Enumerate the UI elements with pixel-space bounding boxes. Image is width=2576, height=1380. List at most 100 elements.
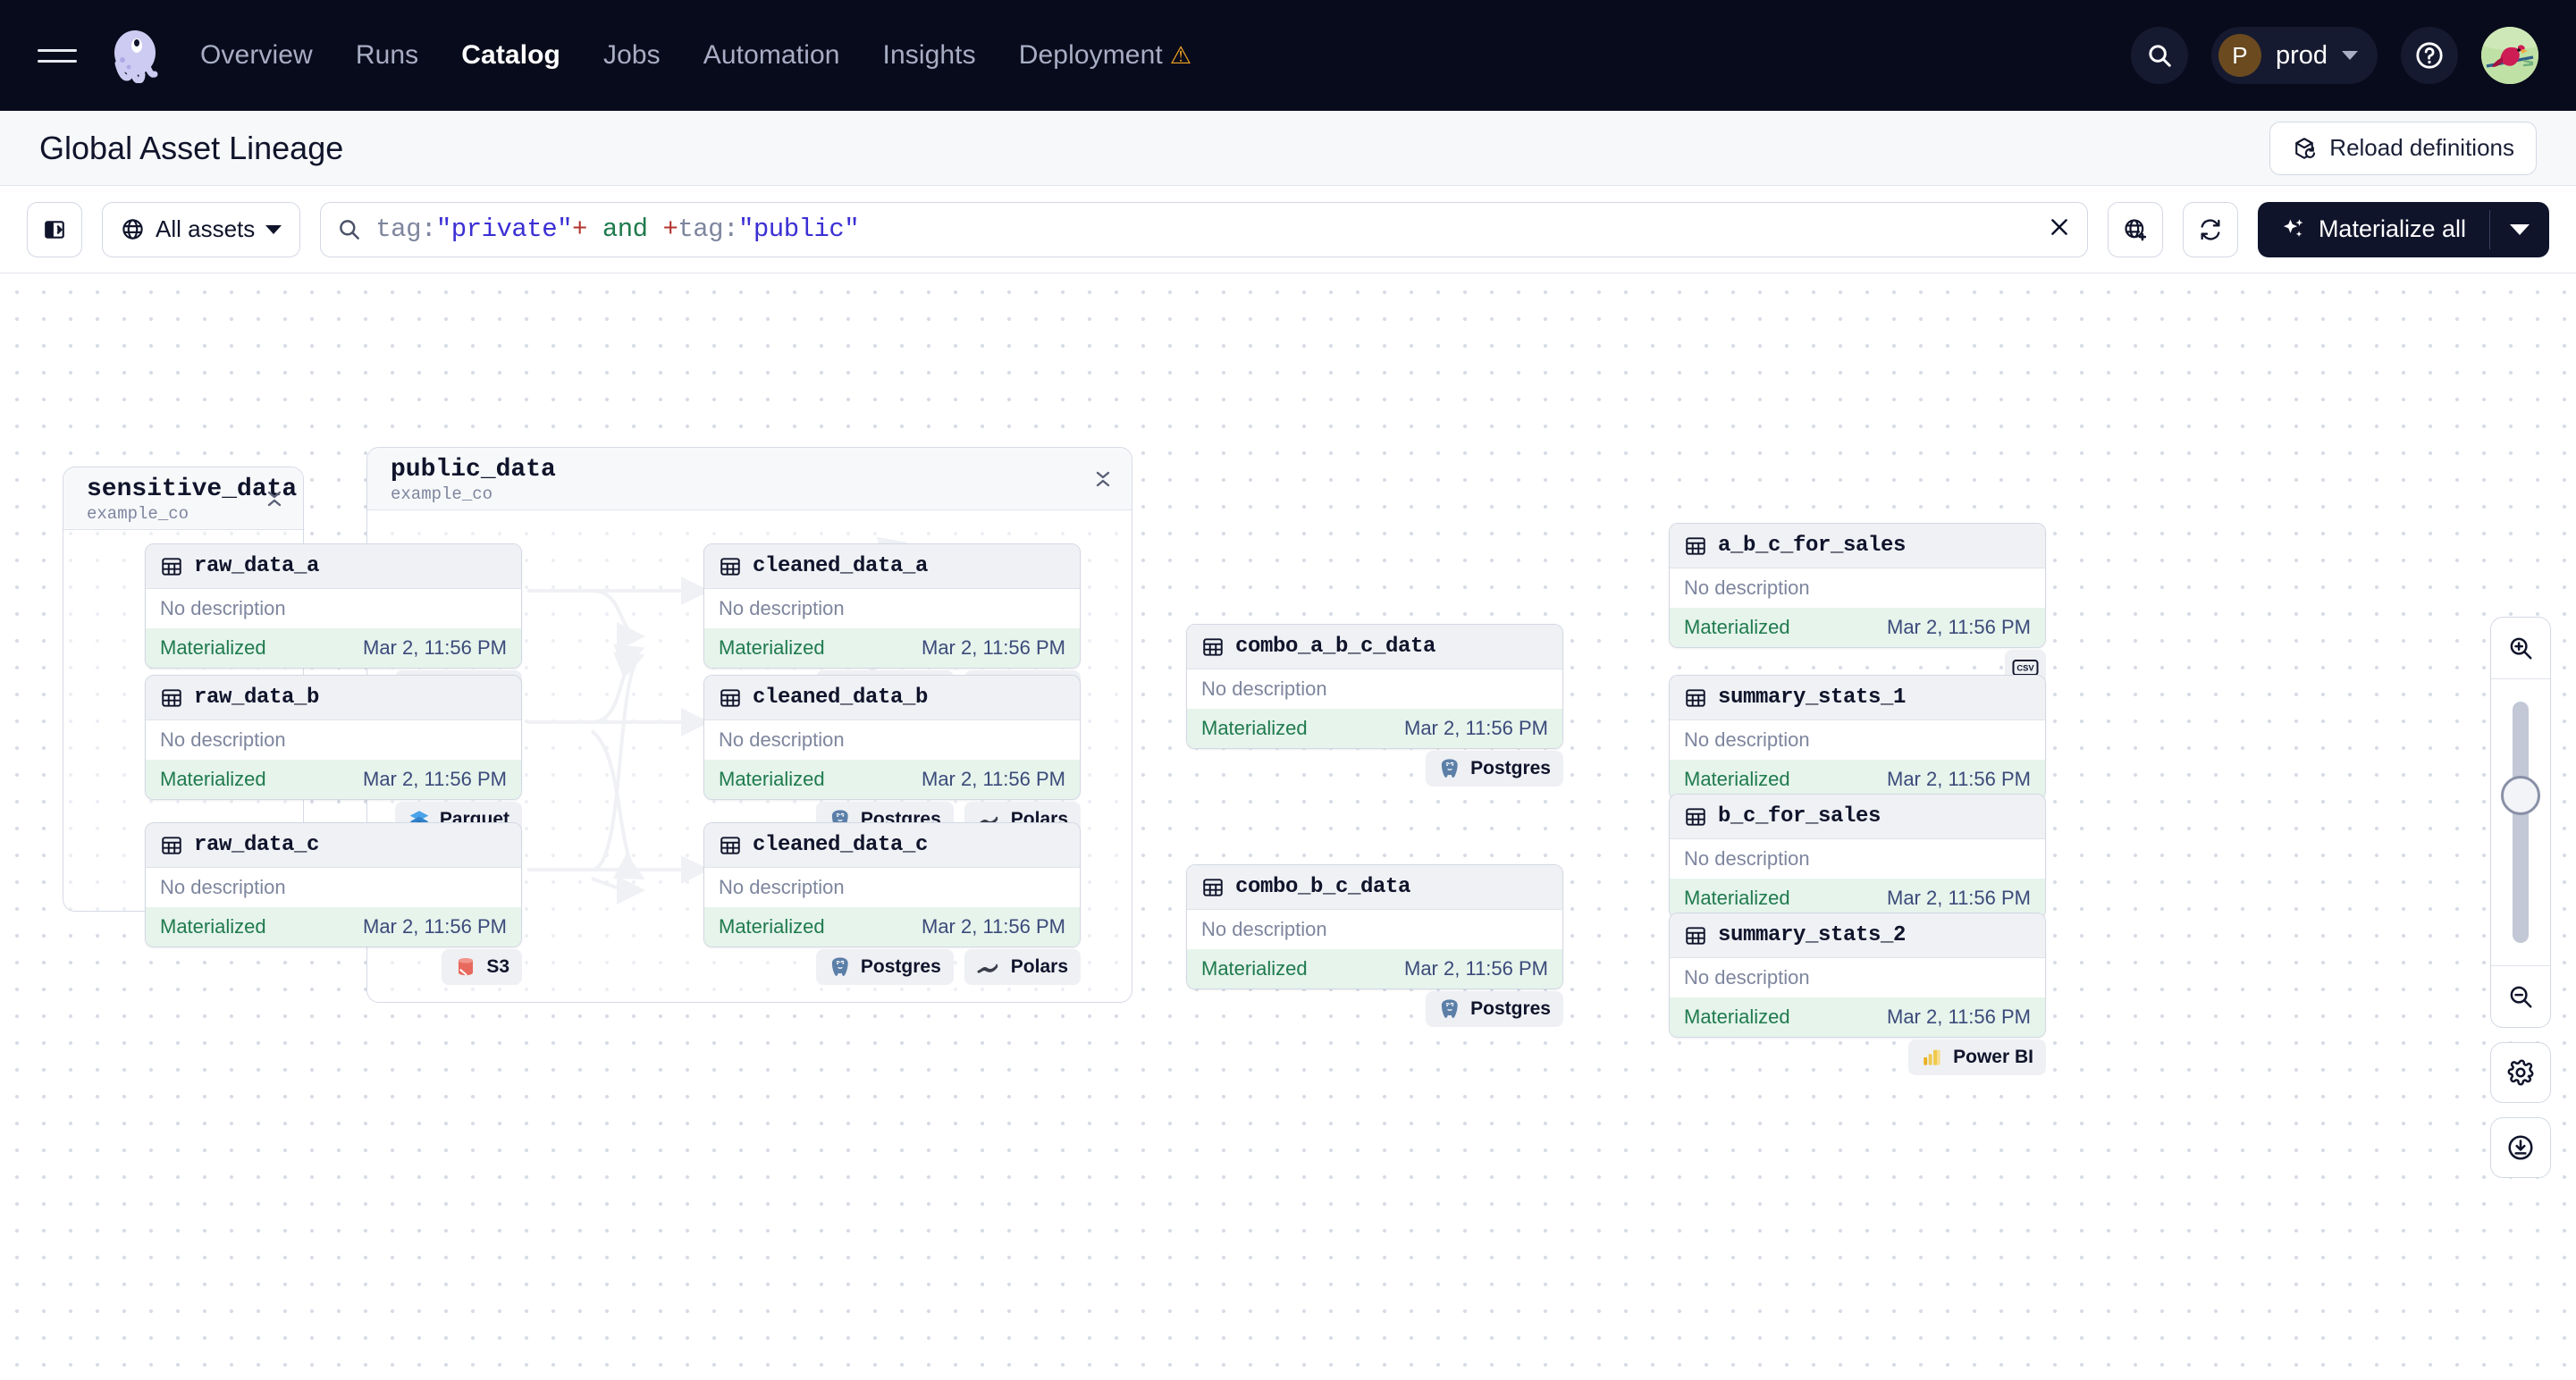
- asset-node-title: b_c_for_sales: [1718, 804, 1881, 829]
- help-button[interactable]: [2401, 27, 2458, 84]
- materialize-all-button[interactable]: Materialize all: [2257, 201, 2549, 257]
- asset-node[interactable]: a_b_c_for_sales No description Materiali…: [1669, 523, 2046, 648]
- dagster-logo-icon[interactable]: [107, 28, 163, 83]
- asset-node-status-label: Materialized: [1201, 957, 1308, 980]
- asset-tag[interactable]: Power BI: [1908, 1039, 2046, 1075]
- nav-link-insights[interactable]: Insights: [882, 40, 976, 70]
- nav-link-overview[interactable]: Overview: [200, 40, 313, 70]
- materialize-all-main[interactable]: Materialize all: [2258, 215, 2489, 243]
- clear-search-button[interactable]: [2035, 215, 2071, 243]
- asset-tag[interactable]: Postgres: [815, 949, 954, 985]
- asset-node-status: Materialized Mar 2, 11:56 PM: [146, 760, 521, 799]
- group-collapse-icon[interactable]: [265, 487, 283, 509]
- asset-group-header[interactable]: public_data example_co: [367, 448, 1132, 510]
- fit-to-screen-button[interactable]: [2490, 1117, 2551, 1178]
- asset-search-field[interactable]: tag:"private"+ and +tag:"public": [320, 201, 2088, 257]
- deployment-switcher[interactable]: P prod: [2210, 27, 2378, 84]
- deployment-initial-avatar: P: [2218, 34, 2261, 77]
- asset-node[interactable]: cleaned_data_a No description Materializ…: [703, 543, 1081, 669]
- asset-node[interactable]: b_c_for_sales No description Materialize…: [1669, 794, 2046, 919]
- zoom-slider-thumb[interactable]: [2501, 776, 2540, 815]
- sidebar-toggle-button[interactable]: [27, 201, 82, 257]
- asset-tag[interactable]: Postgres: [1426, 991, 1563, 1027]
- asset-node-tags: Postgres Polars: [703, 949, 1081, 985]
- asset-node-header[interactable]: cleaned_data_a: [704, 544, 1080, 589]
- nav-link-runs[interactable]: Runs: [355, 40, 419, 70]
- graph-settings-button[interactable]: [2490, 1042, 2551, 1103]
- asset-node-header[interactable]: summary_stats_1: [1670, 676, 2045, 720]
- reload-definitions-button[interactable]: Reload definitions: [2269, 121, 2537, 175]
- asset-scope-filter[interactable]: All assets: [102, 201, 301, 257]
- asset-node-header[interactable]: raw_data_c: [146, 823, 521, 868]
- search-query-text[interactable]: tag:"private"+ and +tag:"public": [375, 215, 859, 244]
- asset-node-header[interactable]: cleaned_data_b: [704, 676, 1080, 720]
- asset-node-header[interactable]: summary_stats_2: [1670, 913, 2045, 958]
- asset-node-header[interactable]: raw_data_b: [146, 676, 521, 720]
- postgres-icon: [1442, 999, 1458, 1018]
- asset-node-status: Materialized Mar 2, 11:56 PM: [1670, 608, 2045, 647]
- asset-node-description: No description: [1670, 720, 2045, 760]
- asset-group-subtitle: example_co: [87, 504, 189, 525]
- asset-group-header[interactable]: sensitive_data example_co: [63, 467, 303, 530]
- refresh-button[interactable]: [2182, 201, 2238, 257]
- asset-node-status-label: Materialized: [1201, 717, 1308, 739]
- nav-link-catalog[interactable]: Catalog: [461, 40, 560, 70]
- lineage-graph-canvas[interactable]: sensitive_data example_co public_data ex…: [0, 273, 2576, 1380]
- asset-node-header[interactable]: b_c_for_sales: [1670, 795, 2045, 839]
- asset-node-timestamp: Mar 2, 11:56 PM: [363, 768, 507, 790]
- asset-tag[interactable]: Polars: [964, 949, 1081, 985]
- hamburger-menu-icon[interactable]: [38, 40, 77, 71]
- asset-node[interactable]: summary_stats_1 No description Materiali…: [1669, 675, 2046, 800]
- asset-node[interactable]: raw_data_a No description Materialized M…: [145, 543, 522, 669]
- asset-node-description: No description: [146, 868, 521, 907]
- postgres-icon: [1442, 759, 1458, 778]
- user-avatar[interactable]: [2481, 27, 2538, 84]
- asset-node[interactable]: cleaned_data_b No description Materializ…: [703, 675, 1081, 800]
- zoom-in-icon: [2510, 637, 2532, 660]
- globe-plus-icon: [2125, 218, 2147, 240]
- asset-node-header[interactable]: combo_a_b_c_data: [1187, 625, 1562, 669]
- asset-node-status: Materialized Mar 2, 11:56 PM: [1187, 949, 1562, 989]
- asset-node[interactable]: combo_a_b_c_data No description Material…: [1186, 624, 1563, 749]
- nav-link-jobs[interactable]: Jobs: [602, 40, 661, 70]
- asset-node[interactable]: cleaned_data_c No description Materializ…: [703, 822, 1081, 947]
- asset-node-timestamp: Mar 2, 11:56 PM: [922, 768, 1065, 790]
- asset-node-header[interactable]: cleaned_data_c: [704, 823, 1080, 868]
- asset-node[interactable]: raw_data_c No description Materialized M…: [145, 822, 522, 947]
- globe-icon: [122, 219, 143, 240]
- nav-link-automation[interactable]: Automation: [703, 40, 840, 70]
- zoom-slider[interactable]: [2491, 679, 2550, 965]
- asset-node-header[interactable]: combo_b_c_data: [1187, 865, 1562, 910]
- nav-link-deployment[interactable]: Deployment⚠: [1019, 40, 1191, 71]
- asset-node-timestamp: Mar 2, 11:56 PM: [1404, 717, 1548, 739]
- asset-tag[interactable]: S3: [442, 949, 522, 985]
- button-divider: [2489, 209, 2490, 249]
- group-collapse-icon[interactable]: [1094, 467, 1112, 489]
- asset-node[interactable]: summary_stats_2 No description Materiali…: [1669, 913, 2046, 1038]
- asset-node-title: summary_stats_2: [1718, 923, 1907, 947]
- warning-triangle-icon: ⚠: [1169, 42, 1192, 69]
- table-icon: [162, 557, 181, 576]
- primary-nav-links: Overview Runs Catalog Jobs Automation In…: [200, 40, 1191, 71]
- asset-node-status-label: Materialized: [160, 636, 266, 659]
- global-scope-button[interactable]: [2107, 201, 2163, 257]
- asset-tag[interactable]: Postgres: [1426, 751, 1563, 787]
- asset-node-header[interactable]: a_b_c_for_sales: [1670, 524, 2045, 568]
- asset-node-status: Materialized Mar 2, 11:56 PM: [1187, 709, 1562, 748]
- zoom-slider-group: [2490, 617, 2551, 1028]
- query-token-plus: +: [572, 215, 587, 244]
- asset-tag-label: Polars: [1010, 956, 1068, 977]
- table-icon: [1203, 637, 1223, 656]
- panel-expand-icon: [45, 220, 64, 239]
- asset-node[interactable]: raw_data_b No description Materialized M…: [145, 675, 522, 800]
- asset-group-subtitle: example_co: [391, 484, 493, 505]
- zoom-in-button[interactable]: [2491, 618, 2550, 678]
- asset-node[interactable]: combo_b_c_data No description Materializ…: [1186, 864, 1563, 989]
- asset-node-tags: Postgres: [1186, 991, 1563, 1027]
- asset-node-timestamp: Mar 2, 11:56 PM: [1404, 957, 1548, 980]
- global-search-button[interactable]: [2130, 27, 2188, 84]
- zoom-out-button[interactable]: [2491, 966, 2550, 1027]
- materialize-options-button[interactable]: [2490, 223, 2549, 235]
- asset-node-description: No description: [1187, 669, 1562, 709]
- asset-node-header[interactable]: raw_data_a: [146, 544, 521, 589]
